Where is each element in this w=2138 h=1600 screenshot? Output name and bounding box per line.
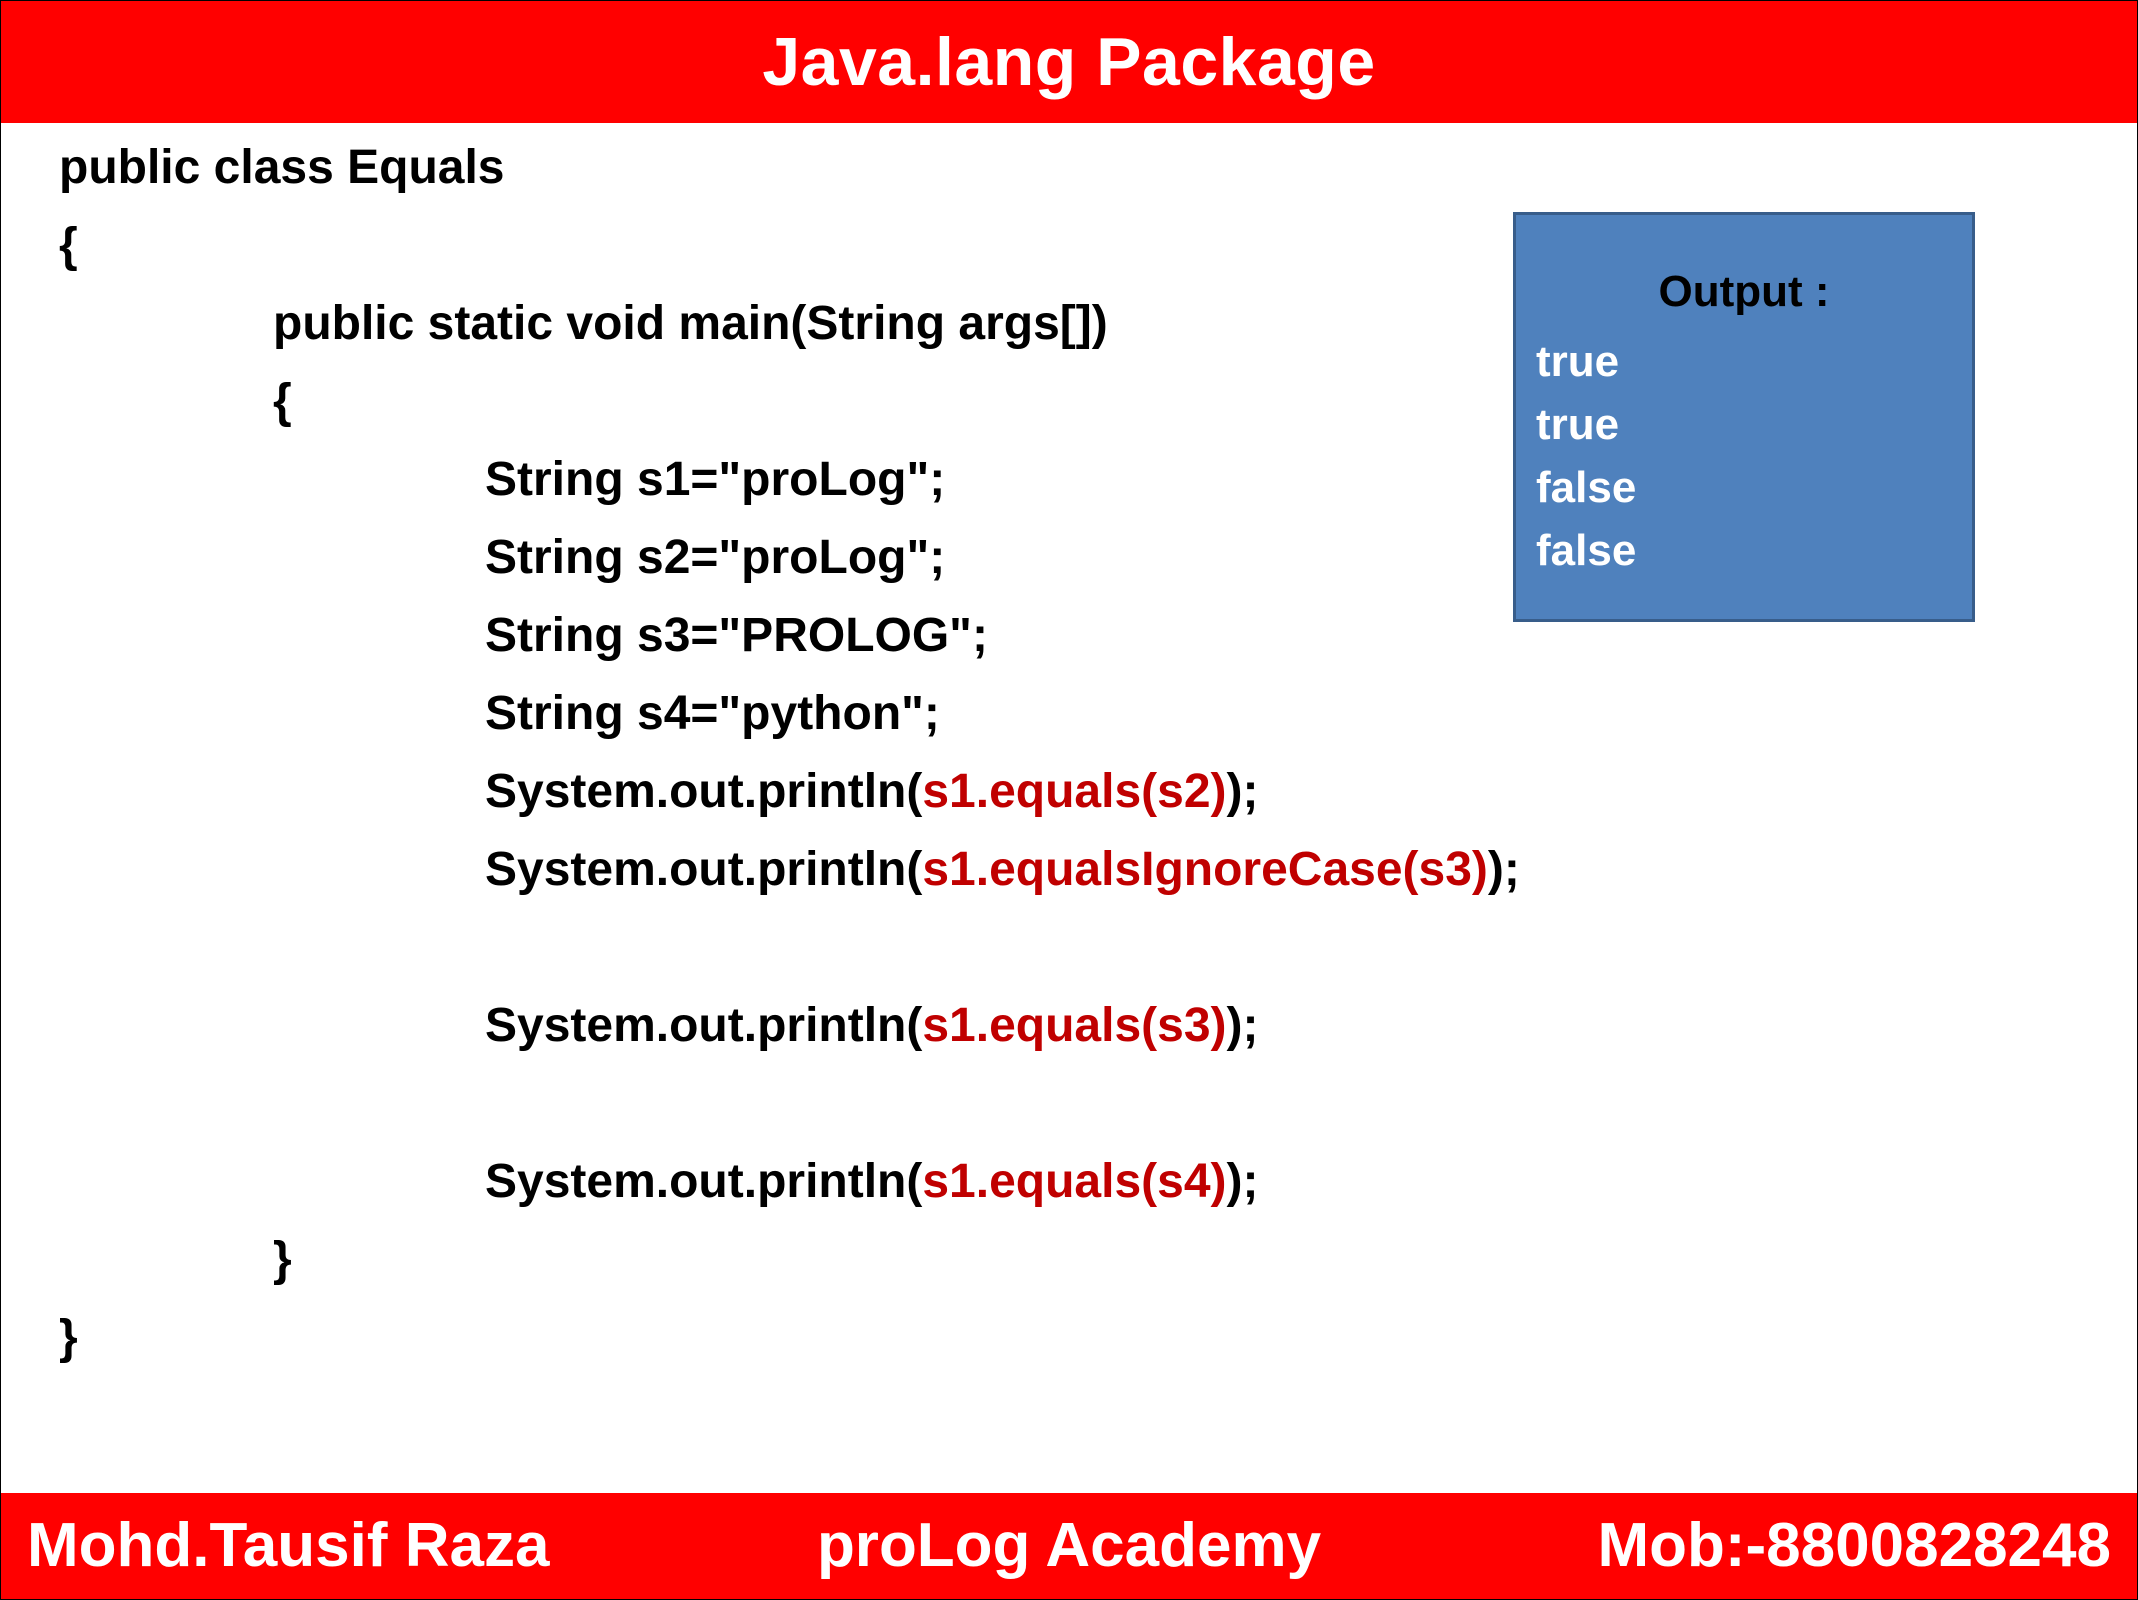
code-line: String s4="python";	[485, 687, 940, 740]
method-call: s1.equals(s2)	[922, 765, 1227, 818]
code-line: String s2="proLog";	[485, 531, 946, 584]
code-line: String s1="proLog";	[485, 453, 946, 506]
footer-author: Mohd.Tausif Raza	[27, 1511, 550, 1580]
print-prefix: System.out.println(	[485, 1155, 923, 1208]
output-line: true	[1536, 400, 1620, 449]
output-heading: Output :	[1658, 267, 1830, 316]
code-line: }	[59, 1311, 78, 1364]
code-line-print: System.out.println(s1.equals(s3));	[59, 987, 1520, 1065]
footer-phone: Mob:-8800828248	[1597, 1511, 2112, 1580]
print-suffix: );	[1226, 765, 1259, 818]
page-title: Java.lang Package	[762, 24, 1376, 100]
code-line-print: System.out.println(s1.equals(s4));	[59, 1143, 1520, 1221]
output-lines: true true false false	[1536, 330, 1636, 582]
code-blank-line	[59, 1065, 1520, 1143]
code-blank-line	[59, 909, 1520, 987]
code-line-print: System.out.println(s1.equals(s2));	[59, 753, 1520, 831]
footer-academy: proLog Academy	[816, 1511, 1322, 1580]
code-line: public static void main(String args[])	[273, 297, 1108, 350]
method-call: s1.equals(s3)	[922, 999, 1227, 1052]
print-suffix: );	[1487, 843, 1520, 896]
footer-banner: proLog Academy Mohd.Tausif Raza Mob:-880…	[1, 1493, 2137, 1599]
header-banner: Java.lang Package	[1, 1, 2137, 123]
print-suffix: );	[1226, 999, 1259, 1052]
code-line-print: System.out.println(s1.equalsIgnoreCase(s…	[59, 831, 1520, 909]
method-call: s1.equalsIgnoreCase(s3)	[922, 843, 1488, 896]
print-prefix: System.out.println(	[485, 765, 923, 818]
print-prefix: System.out.println(	[485, 999, 923, 1052]
code-line: {	[273, 375, 292, 428]
output-line: false	[1536, 526, 1637, 575]
method-call: s1.equals(s4)	[922, 1155, 1227, 1208]
print-suffix: );	[1226, 1155, 1259, 1208]
code-line: public class Equals	[59, 141, 505, 194]
output-box: Output : true true false false	[1513, 212, 1975, 622]
code-line: }	[273, 1233, 292, 1286]
code-line: {	[59, 219, 78, 272]
print-prefix: System.out.println(	[485, 843, 923, 896]
output-line: true	[1536, 337, 1620, 386]
code-line: String s3="PROLOG";	[485, 609, 988, 662]
code-block: public class Equals { public static void…	[59, 129, 1520, 1377]
output-line: false	[1536, 463, 1637, 512]
